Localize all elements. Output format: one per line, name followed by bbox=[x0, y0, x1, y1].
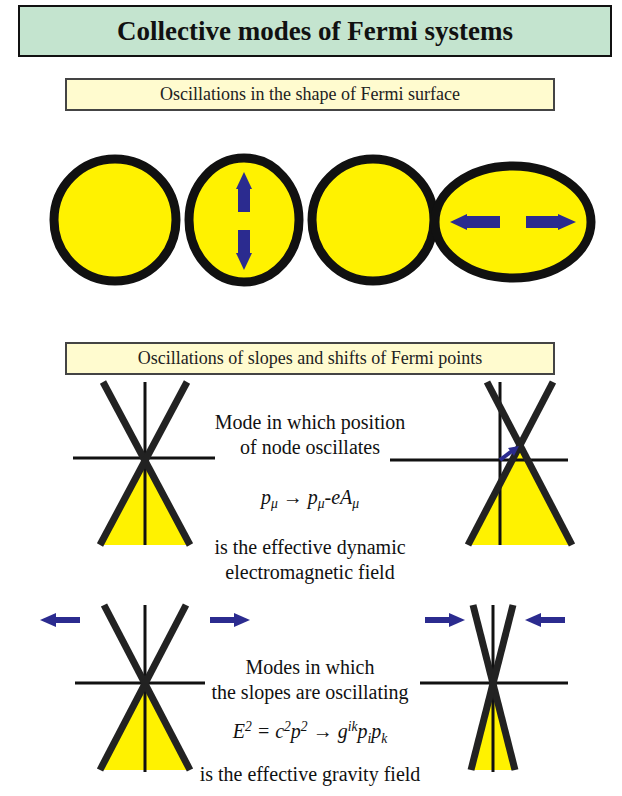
title-banner: Collective modes of Fermi systems bbox=[18, 5, 612, 57]
band-text: Oscillations in the shape of Fermi surfa… bbox=[160, 84, 460, 105]
formula-part: p bbox=[357, 720, 367, 742]
arrow-head bbox=[525, 613, 541, 627]
arrow-head bbox=[450, 214, 467, 230]
slope-arrow bbox=[538, 617, 565, 623]
axis bbox=[390, 459, 568, 462]
subscript: i bbox=[367, 731, 371, 746]
cone-line bbox=[104, 605, 190, 770]
cone-line bbox=[468, 382, 553, 545]
cone-line bbox=[471, 605, 513, 770]
formula: pμ → pμ-eAμ bbox=[261, 485, 359, 516]
formula-part: → p bbox=[278, 486, 318, 508]
arrow-head bbox=[236, 253, 252, 270]
deform-arrow bbox=[238, 186, 250, 212]
text-line: is the effective dynamic bbox=[214, 535, 405, 560]
section-band: Oscillations in the shape of Fermi surfa… bbox=[65, 78, 555, 111]
text-line: Modes in which bbox=[211, 655, 408, 680]
arrow-head bbox=[40, 613, 56, 627]
axis bbox=[75, 682, 205, 685]
formula-part: p bbox=[261, 486, 271, 508]
fermi-ellipse-vertical bbox=[189, 158, 299, 282]
fermi-circle bbox=[312, 159, 434, 281]
formula-part: = c bbox=[252, 720, 284, 742]
arrow-head bbox=[236, 172, 252, 189]
superscript: 2 bbox=[245, 719, 252, 734]
deform-arrow bbox=[464, 216, 500, 228]
superscript: k bbox=[351, 719, 357, 734]
fermi-circle bbox=[54, 159, 176, 281]
superscript: i bbox=[348, 719, 352, 734]
fermi-point-cone-steep bbox=[420, 605, 568, 772]
slope-arrow bbox=[425, 617, 452, 623]
arrow-head bbox=[508, 446, 519, 456]
formula-part: E bbox=[233, 720, 245, 742]
text-line: Mode in which position bbox=[215, 410, 406, 435]
cone-line bbox=[100, 382, 187, 545]
annotation: Mode in which position of node oscillate… bbox=[215, 410, 406, 460]
deform-arrow bbox=[526, 216, 560, 228]
band-text: Oscillations of slopes and shifts of Fer… bbox=[138, 348, 482, 369]
slope-arrow bbox=[53, 617, 80, 623]
annotation: Modes in which the slopes are oscillatin… bbox=[211, 655, 408, 705]
superscript: 2 bbox=[284, 719, 291, 734]
formula-part: → g bbox=[308, 720, 348, 742]
formula-part: p bbox=[371, 720, 381, 742]
subscript: μ bbox=[271, 496, 278, 511]
text-line: the slopes are oscillating bbox=[211, 680, 408, 705]
deform-arrow bbox=[238, 230, 250, 256]
text-line: of node oscillates bbox=[215, 435, 406, 460]
cone-line bbox=[487, 382, 572, 545]
fermi-point-cone-shifted bbox=[390, 382, 572, 545]
superscript: 2 bbox=[301, 719, 308, 734]
formula: E2 = c2p2 → gikpipk bbox=[233, 714, 388, 751]
text-line: electromagnetic field bbox=[214, 560, 405, 585]
arrow-head bbox=[234, 613, 250, 627]
cone-line bbox=[100, 605, 186, 770]
subscript: μ bbox=[318, 496, 325, 511]
subscript: k bbox=[381, 731, 387, 746]
annotation: is the effective dynamic electromagnetic… bbox=[214, 535, 405, 585]
fermi-surface-shapes bbox=[54, 158, 591, 282]
arrow-head bbox=[558, 214, 576, 230]
title-text: Collective modes of Fermi systems bbox=[117, 16, 513, 47]
formula-part: -eA bbox=[325, 486, 353, 508]
arrow-head bbox=[449, 613, 465, 627]
fermi-ellipse-horizontal bbox=[435, 166, 591, 278]
subscript: μ bbox=[352, 496, 359, 511]
formula-part: p bbox=[291, 720, 301, 742]
annotation: is the effective gravity field bbox=[200, 762, 421, 787]
slope-arrow bbox=[210, 617, 237, 623]
fermi-point-cone bbox=[73, 382, 215, 545]
shift-arrow bbox=[500, 451, 512, 460]
section-band: Oscillations of slopes and shifts of Fer… bbox=[65, 342, 555, 375]
